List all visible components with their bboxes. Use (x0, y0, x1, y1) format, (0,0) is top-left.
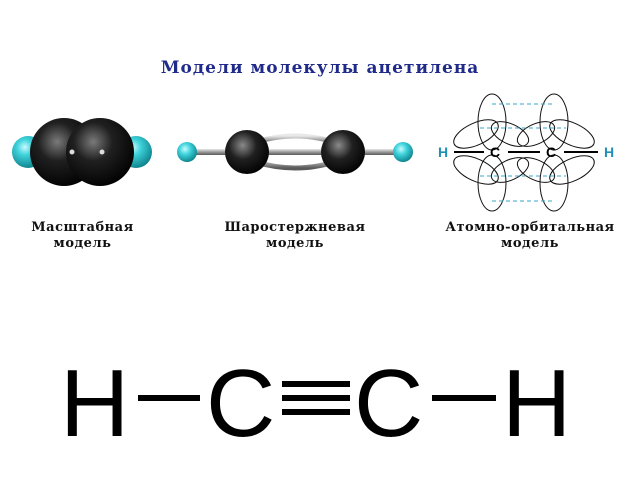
orbital-lobe (453, 119, 499, 149)
formula-c-right: C (354, 350, 423, 457)
orbital-lobe (490, 157, 530, 183)
carbon-ball-right (321, 130, 365, 174)
orbital-label-c-left: C (490, 144, 500, 160)
orbital-label-h-left: H (438, 144, 448, 160)
atom-highlight (99, 149, 105, 155)
orbital-lobe (549, 119, 595, 149)
orbital-lobe (490, 121, 530, 147)
caption-atomic-orbital: Атомно-орбитальная модель (430, 220, 630, 252)
orbital-label-h-right: H (604, 144, 614, 160)
caption-line: модель (53, 236, 112, 251)
caption-line: Шаростержневая (224, 220, 366, 235)
orbital-label-c-right: C (546, 144, 556, 160)
hydrogen-ball-right (393, 142, 413, 162)
formula-h-right: H (502, 350, 571, 457)
caption-line: модель (266, 236, 324, 251)
page-title: Модели молекулы ацетилена (160, 58, 480, 78)
orbital-lobe (516, 157, 556, 183)
caption-line: Атомно-орбитальная (445, 220, 615, 235)
caption-line: Масштабная (31, 220, 134, 235)
structural-formula: H C C H (60, 350, 571, 457)
space-filling-model (12, 118, 152, 186)
bond-stick-right (341, 149, 401, 155)
carbon-ball-left (225, 130, 269, 174)
bond-stick-left (189, 149, 249, 155)
orbital-lobe (516, 121, 556, 147)
caption-space-filling: Масштабная модель (10, 220, 155, 252)
triple-bond-middle (247, 149, 343, 155)
ball-and-stick-model (177, 130, 413, 174)
orbital-lobe (453, 155, 499, 185)
caption-ball-and-stick: Шаростержневая модель (205, 220, 385, 252)
formula-h-left: H (60, 350, 129, 457)
formula-c-left: C (206, 350, 275, 457)
atomic-orbital-model: H C C H (438, 93, 614, 212)
atom-highlight (69, 149, 75, 155)
orbital-lobe (549, 155, 595, 185)
caption-line: модель (501, 236, 559, 251)
hydrogen-ball-left (177, 142, 197, 162)
